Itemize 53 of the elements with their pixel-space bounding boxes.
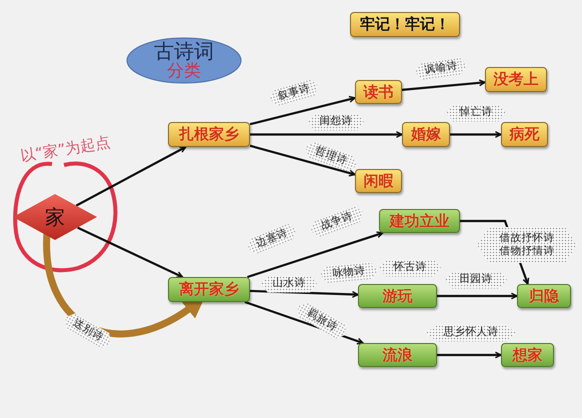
- node-label: 闲暇: [364, 172, 394, 190]
- topic-box: [350, 12, 460, 37]
- node-label: 家: [45, 206, 65, 228]
- arrow: [247, 231, 384, 278]
- title-ellipse: [126, 37, 242, 84]
- node-label: 婚嫁: [411, 126, 441, 143]
- poem-tag: 咏物诗: [319, 261, 379, 283]
- topic-box: [379, 209, 460, 233]
- edge-label: 思乡怀人诗: [426, 324, 516, 342]
- node-label: 游玩: [382, 288, 412, 304]
- topic-box: [355, 80, 402, 104]
- edge-label: 田园诗: [445, 272, 507, 288]
- node-label: 读书: [364, 84, 394, 100]
- edge-label: 悼亡诗: [446, 104, 506, 122]
- arrow: [250, 144, 356, 176]
- edge-label: 讽喻诗: [414, 56, 468, 80]
- topic-box: [485, 67, 547, 92]
- note-text: 以“家”为起点: [19, 133, 112, 166]
- topic-box: [168, 277, 250, 302]
- node-label: 扎根家乡: [179, 126, 239, 143]
- node-label: 没考上: [494, 71, 538, 88]
- edge-label: 叙事诗: [268, 76, 320, 108]
- node-label: 离开家乡: [179, 281, 239, 298]
- start-diamond: [13, 194, 97, 240]
- topic-box: [358, 343, 437, 367]
- topic-box: [402, 122, 450, 147]
- topic-box: [501, 343, 554, 367]
- poem-tag: 怀古诗: [379, 260, 441, 276]
- arrow: [402, 79, 486, 91]
- topic-box: [168, 122, 250, 147]
- node-label: 想家: [512, 346, 542, 364]
- arrow: [77, 226, 184, 278]
- topic-box: [517, 284, 571, 308]
- arrow: [437, 292, 518, 300]
- arrow: [76, 146, 186, 207]
- arrow: [250, 131, 403, 138]
- node-label: 病死: [510, 126, 540, 143]
- node-label: 流浪: [382, 346, 412, 364]
- node-label: 归隐: [529, 288, 559, 304]
- arrow: [450, 131, 502, 138]
- edge-label: 闺怨诗: [308, 114, 364, 130]
- edge-label: 借故抒怀诗借物抒情诗: [477, 227, 577, 263]
- topic-box: [355, 169, 402, 193]
- title-text: 古诗词: [154, 40, 214, 62]
- subtitle-text: 分类: [167, 62, 201, 81]
- node-label: 牢记！牢记！: [360, 16, 450, 33]
- edge-label: 山水诗: [261, 276, 317, 292]
- topic-box: [501, 122, 548, 147]
- topic-box: [358, 284, 437, 308]
- node-label: 建功立业: [390, 212, 450, 230]
- arrow: [250, 96, 356, 126]
- arrow: [437, 352, 502, 358]
- arrow: [250, 290, 359, 298]
